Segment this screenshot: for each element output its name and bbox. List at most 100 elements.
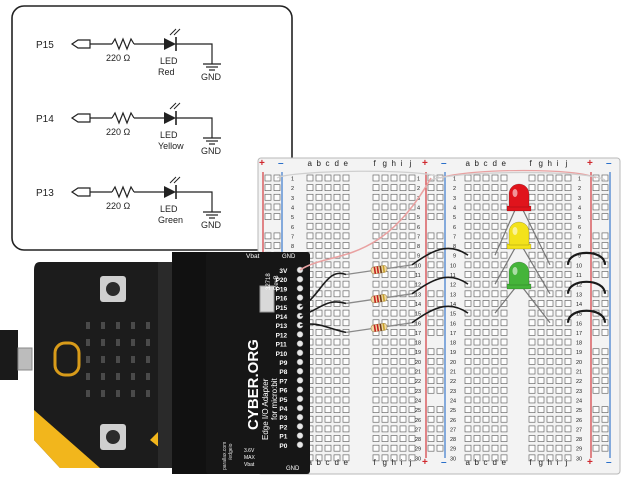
- row-number: 19: [450, 350, 456, 356]
- led-dome: [508, 183, 530, 208]
- rail-hole: [601, 377, 609, 384]
- breadboard-hole: [342, 193, 350, 201]
- row-number: 28: [576, 437, 582, 443]
- breadboard-hole: [546, 271, 554, 278]
- ground-jumper: [566, 280, 607, 295]
- rail-hole: [273, 203, 281, 211]
- led-dome: [508, 261, 530, 286]
- jumper-wire: [411, 305, 469, 324]
- breadboard-hole: [381, 386, 389, 394]
- breadboard-hole: [473, 203, 481, 211]
- column-letter: g: [539, 458, 543, 467]
- row-number: 18: [450, 341, 456, 347]
- breadboard: aabbccddeeffgghhiijj+–+–+–aabbccddeeffgg…: [257, 157, 621, 475]
- breadboard-hole: [324, 193, 332, 201]
- breadboard-hole: [464, 222, 472, 230]
- row-number: 15: [415, 312, 421, 318]
- breadboard-hole: [372, 444, 380, 452]
- breadboard-hole: [500, 406, 508, 413]
- breadboard-hole: [390, 377, 398, 384]
- breadboard-hole: [546, 396, 554, 404]
- breadboard-hole: [473, 396, 481, 404]
- rail-hole: [436, 271, 444, 278]
- breadboard-hole: [372, 232, 380, 240]
- voltage-text-3: Vbat: [244, 462, 255, 468]
- rail-hole: [436, 300, 444, 307]
- breadboard-hole: [372, 242, 380, 249]
- row-number: 30: [576, 456, 582, 462]
- breadboard-hole: [491, 367, 499, 375]
- column-letter: e: [344, 159, 349, 168]
- breadboard-hole: [537, 444, 545, 452]
- breadboard-hole: [372, 222, 380, 230]
- breadboard-hole: [482, 377, 490, 384]
- led-pixel: [131, 339, 135, 346]
- adapter-pin-hole: [296, 358, 304, 366]
- breadboard-hole: [381, 435, 389, 442]
- breadboard-hole: [342, 222, 350, 230]
- resistor-band: [379, 265, 383, 273]
- breadboard-hole: [537, 329, 545, 336]
- breadboard-hole: [491, 213, 499, 220]
- power-wire: [299, 177, 432, 271]
- rail-hole: [601, 386, 609, 394]
- breadboard-hole: [555, 232, 563, 240]
- schematic-frame: [11, 5, 293, 251]
- breadboard-hole: [528, 174, 536, 182]
- breadboard-hole: [528, 406, 536, 413]
- breadboard-hole: [399, 338, 407, 346]
- breadboard-hole: [306, 222, 314, 230]
- jumper-wire: [411, 276, 469, 295]
- rail-hole: [427, 444, 435, 452]
- breadboard-hole: [315, 396, 323, 404]
- breadboard-hole: [555, 367, 563, 375]
- breadboard-hole: [399, 377, 407, 384]
- adapter-pin-label: P9: [279, 360, 287, 367]
- breadboard-hole: [546, 280, 554, 288]
- rail-hole: [273, 193, 281, 201]
- row-number: 16: [450, 321, 456, 327]
- breadboard-hole: [306, 193, 314, 201]
- breadboard-hole: [324, 444, 332, 452]
- led-lead: [522, 209, 551, 266]
- row-number: 8: [417, 244, 420, 250]
- breadboard-hole: [342, 377, 350, 384]
- breadboard-hole: [564, 174, 572, 182]
- breadboard-hole: [408, 435, 416, 442]
- breadboard-hole: [482, 203, 490, 211]
- breadboard-hole: [564, 251, 572, 259]
- breadboard-hole: [564, 329, 572, 336]
- breadboard-hole: [342, 415, 350, 423]
- breadboard-hole: [408, 184, 416, 191]
- adapter-pin-label: P19: [276, 286, 288, 293]
- rail-hole: [436, 415, 444, 423]
- breadboard-hole: [315, 425, 323, 433]
- rail-hole: [601, 435, 609, 442]
- breadboard-hole: [473, 251, 481, 259]
- rail-hole: [601, 300, 609, 307]
- breadboard-hole: [408, 242, 416, 249]
- led-pixel: [131, 322, 135, 329]
- row-number: 7: [417, 234, 420, 240]
- pin-label: P14: [36, 114, 54, 125]
- light-arrow: [169, 28, 177, 36]
- column-letter: i: [401, 159, 403, 168]
- breadboard-hole: [491, 300, 499, 307]
- breadboard-hole: [546, 232, 554, 240]
- adapter-pin-hole: [296, 331, 304, 338]
- row-number: 1: [291, 177, 294, 183]
- breadboard-hole: [482, 348, 490, 356]
- breadboard-hole: [555, 280, 563, 288]
- breadboard-hole: [528, 290, 536, 298]
- resistor-label: 220 Ω: [106, 53, 131, 63]
- breadboard-hole: [564, 222, 572, 230]
- breadboard-hole: [537, 338, 545, 346]
- rail-hole: [264, 242, 272, 249]
- led-symbol: [164, 38, 176, 50]
- row-number: 23: [576, 389, 582, 395]
- resistor-body: [370, 265, 388, 275]
- rail-hole: [427, 271, 435, 278]
- breadboard-hole: [399, 203, 407, 211]
- breadboard-hole: [555, 193, 563, 201]
- led-pixel: [86, 356, 90, 363]
